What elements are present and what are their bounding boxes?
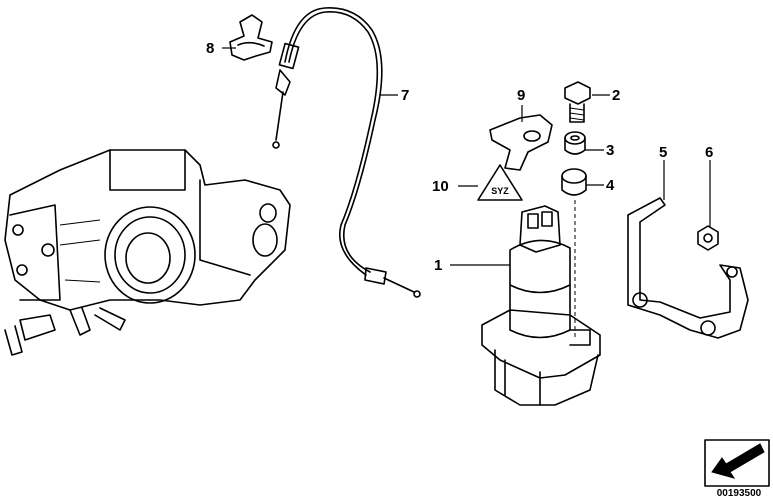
actuator-part xyxy=(481,205,601,406)
warning-label: SYZ xyxy=(477,164,523,201)
nut-part xyxy=(697,225,719,251)
arrow-box-icon xyxy=(704,439,770,487)
callout-8: 8 xyxy=(206,40,214,57)
warning-label-text: SYZ xyxy=(491,186,509,196)
callouts: 1 2 3 4 5 6 7 8 9 10 xyxy=(206,40,713,274)
callout-9: 9 xyxy=(517,87,525,104)
callout-6: 6 xyxy=(705,144,713,161)
callout-7: 7 xyxy=(401,87,409,104)
callout-2: 2 xyxy=(612,87,620,104)
leader-lines xyxy=(222,47,711,266)
throttle-body xyxy=(4,149,291,356)
bracket-5 xyxy=(627,197,749,339)
callout-10: 10 xyxy=(432,178,449,195)
throttle-cable xyxy=(272,7,421,298)
diagram-number: 00193500 xyxy=(716,488,762,499)
bushing-part xyxy=(561,168,587,196)
callout-5: 5 xyxy=(659,144,667,161)
clip-part xyxy=(229,14,273,61)
callout-3: 3 xyxy=(606,142,614,159)
callout-4: 4 xyxy=(606,177,615,194)
washer-part xyxy=(564,131,586,155)
bolt-part xyxy=(564,81,591,123)
callout-1: 1 xyxy=(434,257,442,274)
bracket-9 xyxy=(489,114,553,171)
